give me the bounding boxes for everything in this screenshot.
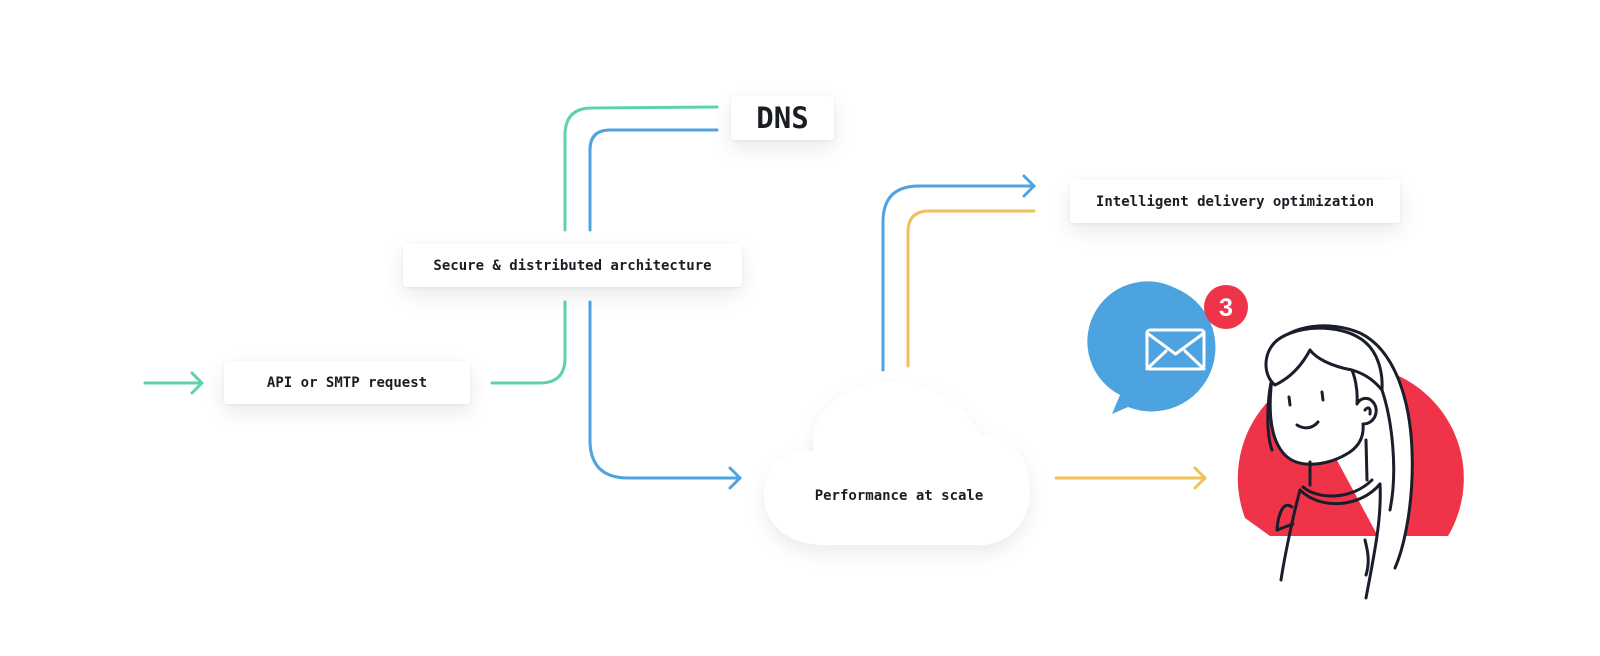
connector-performance-to-intelligent-yellow [906, 209, 1036, 368]
connector-secure-to-dns-blue [588, 128, 719, 232]
node-performance-label: Performance at scale [814, 488, 984, 504]
person-illustration [1264, 324, 1414, 600]
node-secure-architecture: Secure & distributed architecture [403, 244, 742, 287]
connector-performance-to-intelligent-blue [881, 174, 1036, 372]
node-dns: DNS [731, 96, 834, 140]
node-intelligent-delivery: Intelligent delivery optimization [1070, 180, 1400, 223]
connector-secure-to-dns-green [563, 105, 719, 232]
message-bubble [1087, 281, 1216, 414]
connector-secure-to-performance [588, 300, 742, 490]
incoming-arrow [143, 371, 204, 395]
envelope-icon [1145, 328, 1206, 371]
notification-badge: 3 [1204, 285, 1248, 329]
badge-count: 3 [1219, 294, 1233, 322]
connector-api-to-secure [490, 300, 567, 385]
node-api-request: API or SMTP request [224, 361, 470, 404]
cloud-shape [764, 381, 1030, 545]
connector-performance-to-recipient [1054, 466, 1207, 490]
